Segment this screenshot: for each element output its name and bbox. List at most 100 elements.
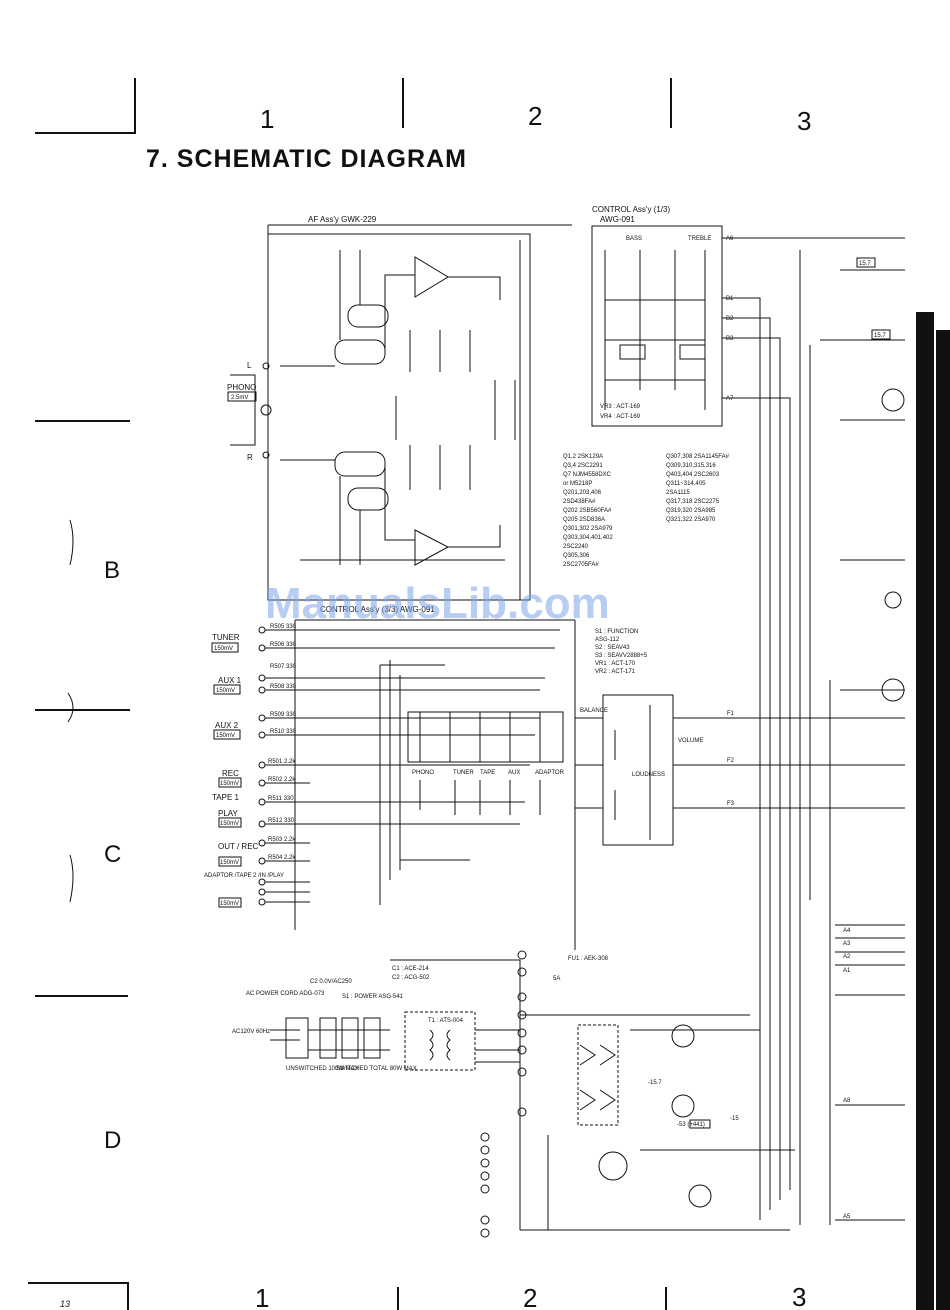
tuner-label: TUNER [212,633,240,642]
tr-item: 2SD438FA# [563,499,596,505]
aux1-level: 150mV [216,688,235,694]
selector-label: ADAPTOR [535,770,565,776]
connector-a2: A2 [843,954,851,960]
switch-list-item: S1 : FUNCTION [595,629,638,635]
bass-label: BASS [626,236,642,242]
connector-f1: F1 [727,711,735,717]
selector-label: TUNER [453,770,474,776]
connector-a4: A4 [843,928,851,934]
switch-list-item: S3 : SEAVV2888+5 [595,653,648,659]
ref-tag: 15.7 [859,261,871,267]
resistor-label: R506 330 [270,642,297,648]
tr-item: Q202 2SB560FA# [563,508,612,514]
switched-label: SWITCHED TOTAL 80W MAX [336,1066,417,1072]
power-switch-label: S1 : POWER ASG-541 [342,994,404,1000]
tr-item: Q319,320 2SA985 [666,508,716,514]
out-rec-label: OUT / REC [218,842,259,851]
cap-label: C2 0.0V/AC250 [310,979,352,985]
c-list-item: C2 : ACG-502 [392,975,430,981]
aux2-level: 150mV [216,733,235,739]
tape1-label: TAPE 1 [212,793,240,802]
transistor-list-2: Q307,308 2SA1145FA# Q309,310,315,316 Q40… [666,454,730,523]
tr-item: Q307,308 2SA1145FA# [666,454,730,460]
column-number-2-bottom: 2 [523,1283,537,1310]
tr-item: 2SC2705FA# [563,562,599,568]
opamp-q7-2 [414,529,450,566]
connector-a5: A5 [843,1214,851,1220]
resistor-label: R508 330 [270,684,297,690]
tr-item: Q303,304,401,402 [563,535,613,541]
tuner-level: 150mV [214,646,233,652]
resistor-label: R502 2.2k [268,777,296,783]
page-number: 13 [60,1299,70,1309]
connector-b2: B2 [726,316,734,322]
phono-label: PHONO [227,383,256,392]
rec-label: REC [222,769,239,778]
vr3-label: VR3 : ACT-169 [600,404,641,410]
volume-label: VOLUME [678,738,703,744]
adaptor-label: ADAPTOR /TAPE 2 /IN /PLAY [204,873,284,879]
watermark: ManualsLib.com [265,579,610,628]
treble-label: TREBLE [688,236,711,242]
ac-cord-label: AC POWER CORD ADG-073 [246,991,325,997]
ref-tag: -15 [730,1116,739,1122]
aux1-label: AUX 1 [218,676,242,685]
transistor-q4 [347,487,389,511]
connector-a6: A6 [726,236,734,242]
play-level: 150mV [220,821,239,827]
control-assembly-label: CONTROL Ass'y (1/3) [592,205,670,214]
ref-tag: 15.7 [874,333,886,339]
power-amp-bus: A6 B1 B2 B3 A7 A4 A3 A2 A1 A8 A5 15.7 15… [726,236,905,1225]
transformer-label: T1 : ATS-004 [428,1018,464,1024]
control-assembly-code: AWG-091 [600,215,635,224]
out-rec-level: 150mV [220,860,239,866]
fet-q1 [334,339,386,365]
tr-item: Q321,322 2SA970 [666,517,716,523]
switch-list-item: ASG-112 [595,637,620,643]
page-frame [28,78,950,1310]
balance-label: BALANCE [580,708,608,714]
tr-item: Q7 NJM4558DXC [563,472,612,478]
connector-f2: F2 [727,758,735,764]
tr-item: Q1,2 2SK129A [563,454,603,460]
column-number-1: 1 [260,104,274,134]
af-assembly: AF Ass'y GWK-229 PHONO 2.5mV L R [227,215,572,601]
tr-item: Q301,302 2SA979 [563,526,613,532]
column-number-3-bottom: 3 [792,1282,806,1310]
ref-tag: -53 (+441) [677,1122,705,1128]
column-number-3: 3 [797,106,811,136]
function-switch-bank [407,711,564,763]
tr-item: Q305,306 [563,553,590,559]
resistor-label: R507 330 [270,664,297,670]
connector-b1: B1 [726,296,734,302]
control-assembly-3-label: CONTROL Ass'y (3/3) AWG-091 [320,605,435,614]
power-supply: AC POWER CORD ADG-073 AC120V 60Hz S1 : P… [232,950,795,1238]
ref-tag: -15.7 [648,1080,662,1086]
switch-list-item: VR1 : ACT-170 [595,661,636,667]
page-title: 7. SCHEMATIC DIAGRAM [146,145,467,173]
tone-control-block: CONTROL Ass'y (1/3) AWG-091 BASS TREBLE … [591,205,740,427]
resistor-label: R505 330 [270,624,297,630]
phono-l-marker: L [247,361,252,370]
switch-list-item: S2 : SEAV43 [595,645,630,651]
resistor-label: R511 330 [268,796,294,802]
fuse-label: FU1 : AEK-308 [568,956,609,962]
phono-level: 2.5mV [231,395,248,401]
volume-block [602,694,674,846]
tr-item: or M5218P [563,481,592,487]
resistor-label: R504 2.2k [268,855,296,861]
tr-item: Q201,203,406 [563,490,602,496]
connector-a7: A7 [726,396,734,402]
fuse-rating: 5A [553,976,560,982]
connector-f3: F3 [727,801,735,807]
c-list-item: C1 : ACE-214 [392,966,429,972]
row-letter-d: D [104,1127,121,1154]
adaptor-level: 150mV [220,901,239,907]
tr-item: Q3,4 2SC2291 [563,463,603,469]
loudness-label: LOUDNESS [632,772,665,778]
connector-a3: A3 [843,941,851,947]
tr-item: 2SC2240 [563,544,589,550]
unswitched-label: UNSWITCHED 100W MAX [286,1066,359,1072]
tr-item: Q317,318 2SC2275 [666,499,720,505]
